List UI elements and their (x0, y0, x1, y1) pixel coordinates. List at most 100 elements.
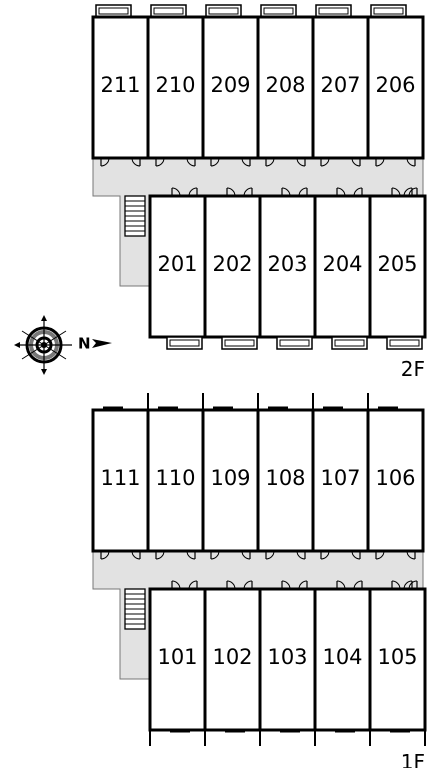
door-swing (210, 157, 220, 167)
door-swing (155, 550, 165, 560)
door-swing (226, 187, 236, 197)
north-label: N (78, 335, 91, 353)
door-swing (131, 157, 141, 167)
door-swing (403, 187, 413, 197)
unit-label: 207 (320, 73, 360, 97)
door-swing (406, 550, 416, 560)
compass-icon: N (14, 315, 112, 375)
unit-box (148, 194, 207, 339)
door-swing (296, 550, 306, 560)
unit-label: 108 (265, 466, 305, 490)
unit-label: 201 (157, 252, 197, 276)
unit-box (256, 408, 315, 553)
balcony-rail (334, 339, 365, 347)
unit-label: 102 (212, 645, 252, 669)
door-swing (131, 550, 141, 560)
unit-label: 209 (210, 73, 250, 97)
unit-box (146, 15, 205, 160)
door-swing (188, 580, 198, 590)
unit-label: 110 (155, 466, 195, 490)
unit-label: 106 (375, 466, 415, 490)
door-swing (243, 580, 253, 590)
door-swing (408, 580, 418, 590)
balcony-rail (208, 7, 239, 15)
unit-box (203, 194, 262, 339)
door-swing (186, 157, 196, 167)
balcony-rail (263, 7, 294, 15)
floor-label: 2F (401, 357, 425, 381)
door-swing (351, 157, 361, 167)
balcony-rail (224, 339, 255, 347)
door-swing (241, 550, 251, 560)
unit-label: 103 (267, 645, 307, 669)
door-swing (210, 550, 220, 560)
floor-1f: 111 110 109 108 107 106 101 102 103 104 105 1F (91, 393, 427, 768)
balcony-rail (389, 339, 420, 347)
door-swing (186, 550, 196, 560)
unit-label: 205 (377, 252, 417, 276)
door-swing (265, 157, 275, 167)
door-swing (391, 580, 401, 590)
door-swing (320, 157, 330, 167)
unit-box (311, 408, 370, 553)
door-swing (298, 187, 308, 197)
door-swing (265, 550, 275, 560)
unit-label: 109 (210, 466, 250, 490)
balcony-rail (153, 7, 184, 15)
door-swing (351, 550, 361, 560)
unit-label: 101 (157, 645, 197, 669)
unit-box (311, 15, 370, 160)
door-swing (391, 187, 401, 197)
unit-label: 208 (265, 73, 305, 97)
door-swing (281, 580, 291, 590)
door-swing (336, 187, 346, 197)
door-swing (171, 580, 181, 590)
unit-box (203, 587, 262, 732)
unit-box (368, 587, 427, 732)
unit-label: 210 (155, 73, 195, 97)
door-swing (336, 580, 346, 590)
unit-label: 206 (375, 73, 415, 97)
unit-box (313, 587, 372, 732)
door-swing (171, 187, 181, 197)
unit-label: 104 (322, 645, 362, 669)
door-swing (100, 157, 110, 167)
door-swing (155, 157, 165, 167)
door-swing (375, 157, 385, 167)
unit-box (258, 194, 317, 339)
stair-icon (124, 588, 146, 630)
unit-label: 203 (267, 252, 307, 276)
door-swing (353, 580, 363, 590)
unit-box (201, 408, 260, 553)
unit-box (148, 587, 207, 732)
door-swing (188, 187, 198, 197)
door-swing (226, 580, 236, 590)
door-swing (281, 187, 291, 197)
door-swing (241, 157, 251, 167)
balcony-rail (169, 339, 200, 347)
unit-label: 202 (212, 252, 252, 276)
unit-label: 111 (100, 466, 140, 490)
balcony-rail (279, 339, 310, 347)
unit-label: 107 (320, 466, 360, 490)
door-swing (403, 580, 413, 590)
unit-label: 105 (377, 645, 417, 669)
unit-label: 204 (322, 252, 362, 276)
door-swing (298, 580, 308, 590)
balcony-rail (98, 7, 129, 15)
door-swing (353, 187, 363, 197)
door-swing (406, 157, 416, 167)
north-arrow-icon (92, 339, 112, 348)
balcony-rail (373, 7, 404, 15)
door-swing (296, 157, 306, 167)
door-swing (375, 550, 385, 560)
door-swing (320, 550, 330, 560)
unit-box (366, 15, 425, 160)
stair-icon (124, 195, 146, 237)
floor-label: 1F (401, 750, 425, 768)
unit-box (201, 15, 260, 160)
door-swing (243, 187, 253, 197)
